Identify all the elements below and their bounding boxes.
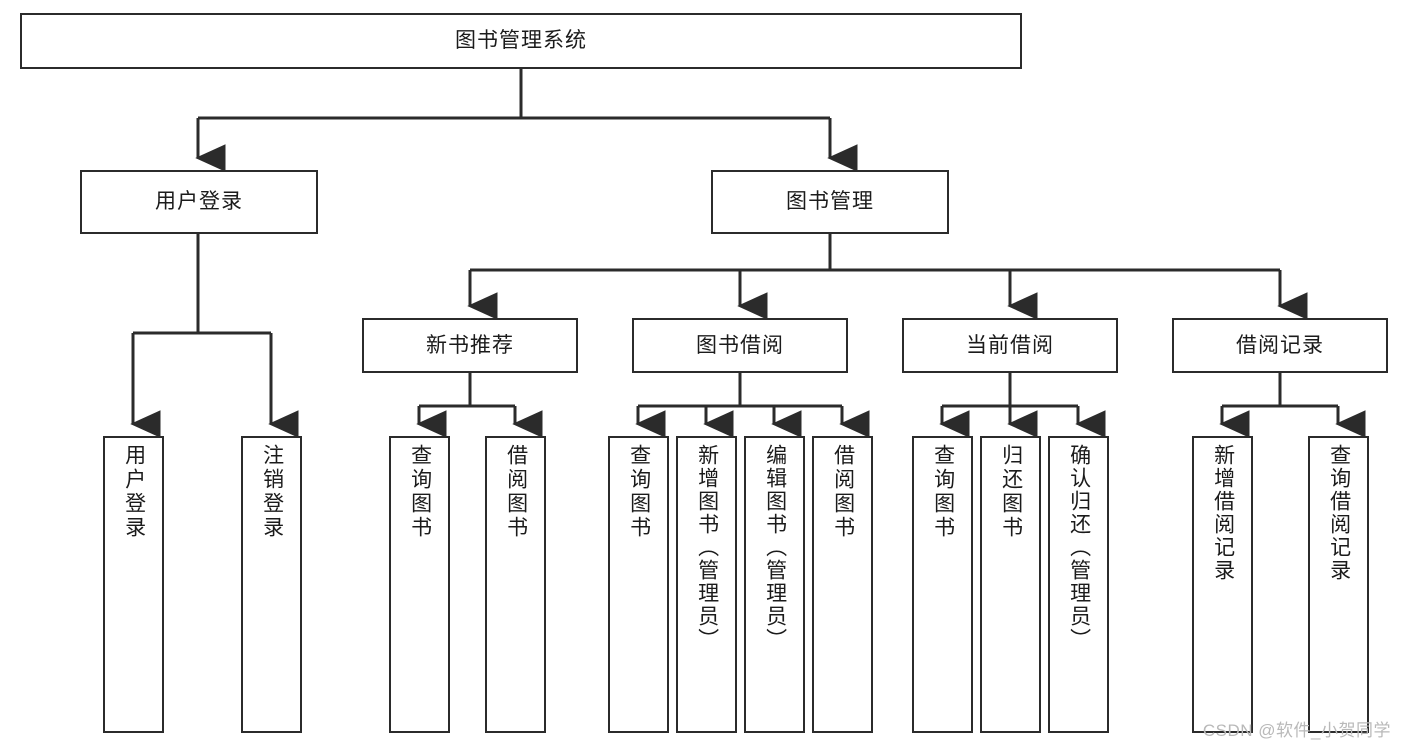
leaf-logout[interactable]: 注销登录 [241, 436, 302, 733]
leaf-query-book-current[interactable]: 查询图书 [912, 436, 973, 733]
node-new-book-recommend[interactable]: 新书推荐 [362, 318, 578, 373]
node-borrow-record[interactable]: 借阅记录 [1172, 318, 1388, 373]
leaf-user-login[interactable]: 用户登录 [103, 436, 164, 733]
leaf-query-book-newrec[interactable]: 查询图书 [389, 436, 450, 733]
leaf-confirm-return-admin[interactable]: 确认归还（管理员） [1048, 436, 1109, 733]
node-current-borrow[interactable]: 当前借阅 [902, 318, 1118, 373]
leaf-query-borrow-record[interactable]: 查询借阅记录 [1308, 436, 1369, 733]
node-book-management[interactable]: 图书管理 [711, 170, 949, 234]
leaf-edit-book-admin[interactable]: 编辑图书（管理员） [744, 436, 805, 733]
node-root-system[interactable]: 图书管理系统 [20, 13, 1022, 69]
leaf-add-book-admin[interactable]: 新增图书（管理员） [676, 436, 737, 733]
leaf-borrow-book[interactable]: 借阅图书 [812, 436, 873, 733]
leaf-borrow-book-newrec[interactable]: 借阅图书 [485, 436, 546, 733]
leaf-add-borrow-record[interactable]: 新增借阅记录 [1192, 436, 1253, 733]
leaf-query-book-borrow[interactable]: 查询图书 [608, 436, 669, 733]
leaf-return-book[interactable]: 归还图书 [980, 436, 1041, 733]
node-book-borrow[interactable]: 图书借阅 [632, 318, 848, 373]
csdn-watermark: CSDN @软件_小贺同学 [1202, 721, 1391, 740]
node-user-login[interactable]: 用户登录 [80, 170, 318, 234]
